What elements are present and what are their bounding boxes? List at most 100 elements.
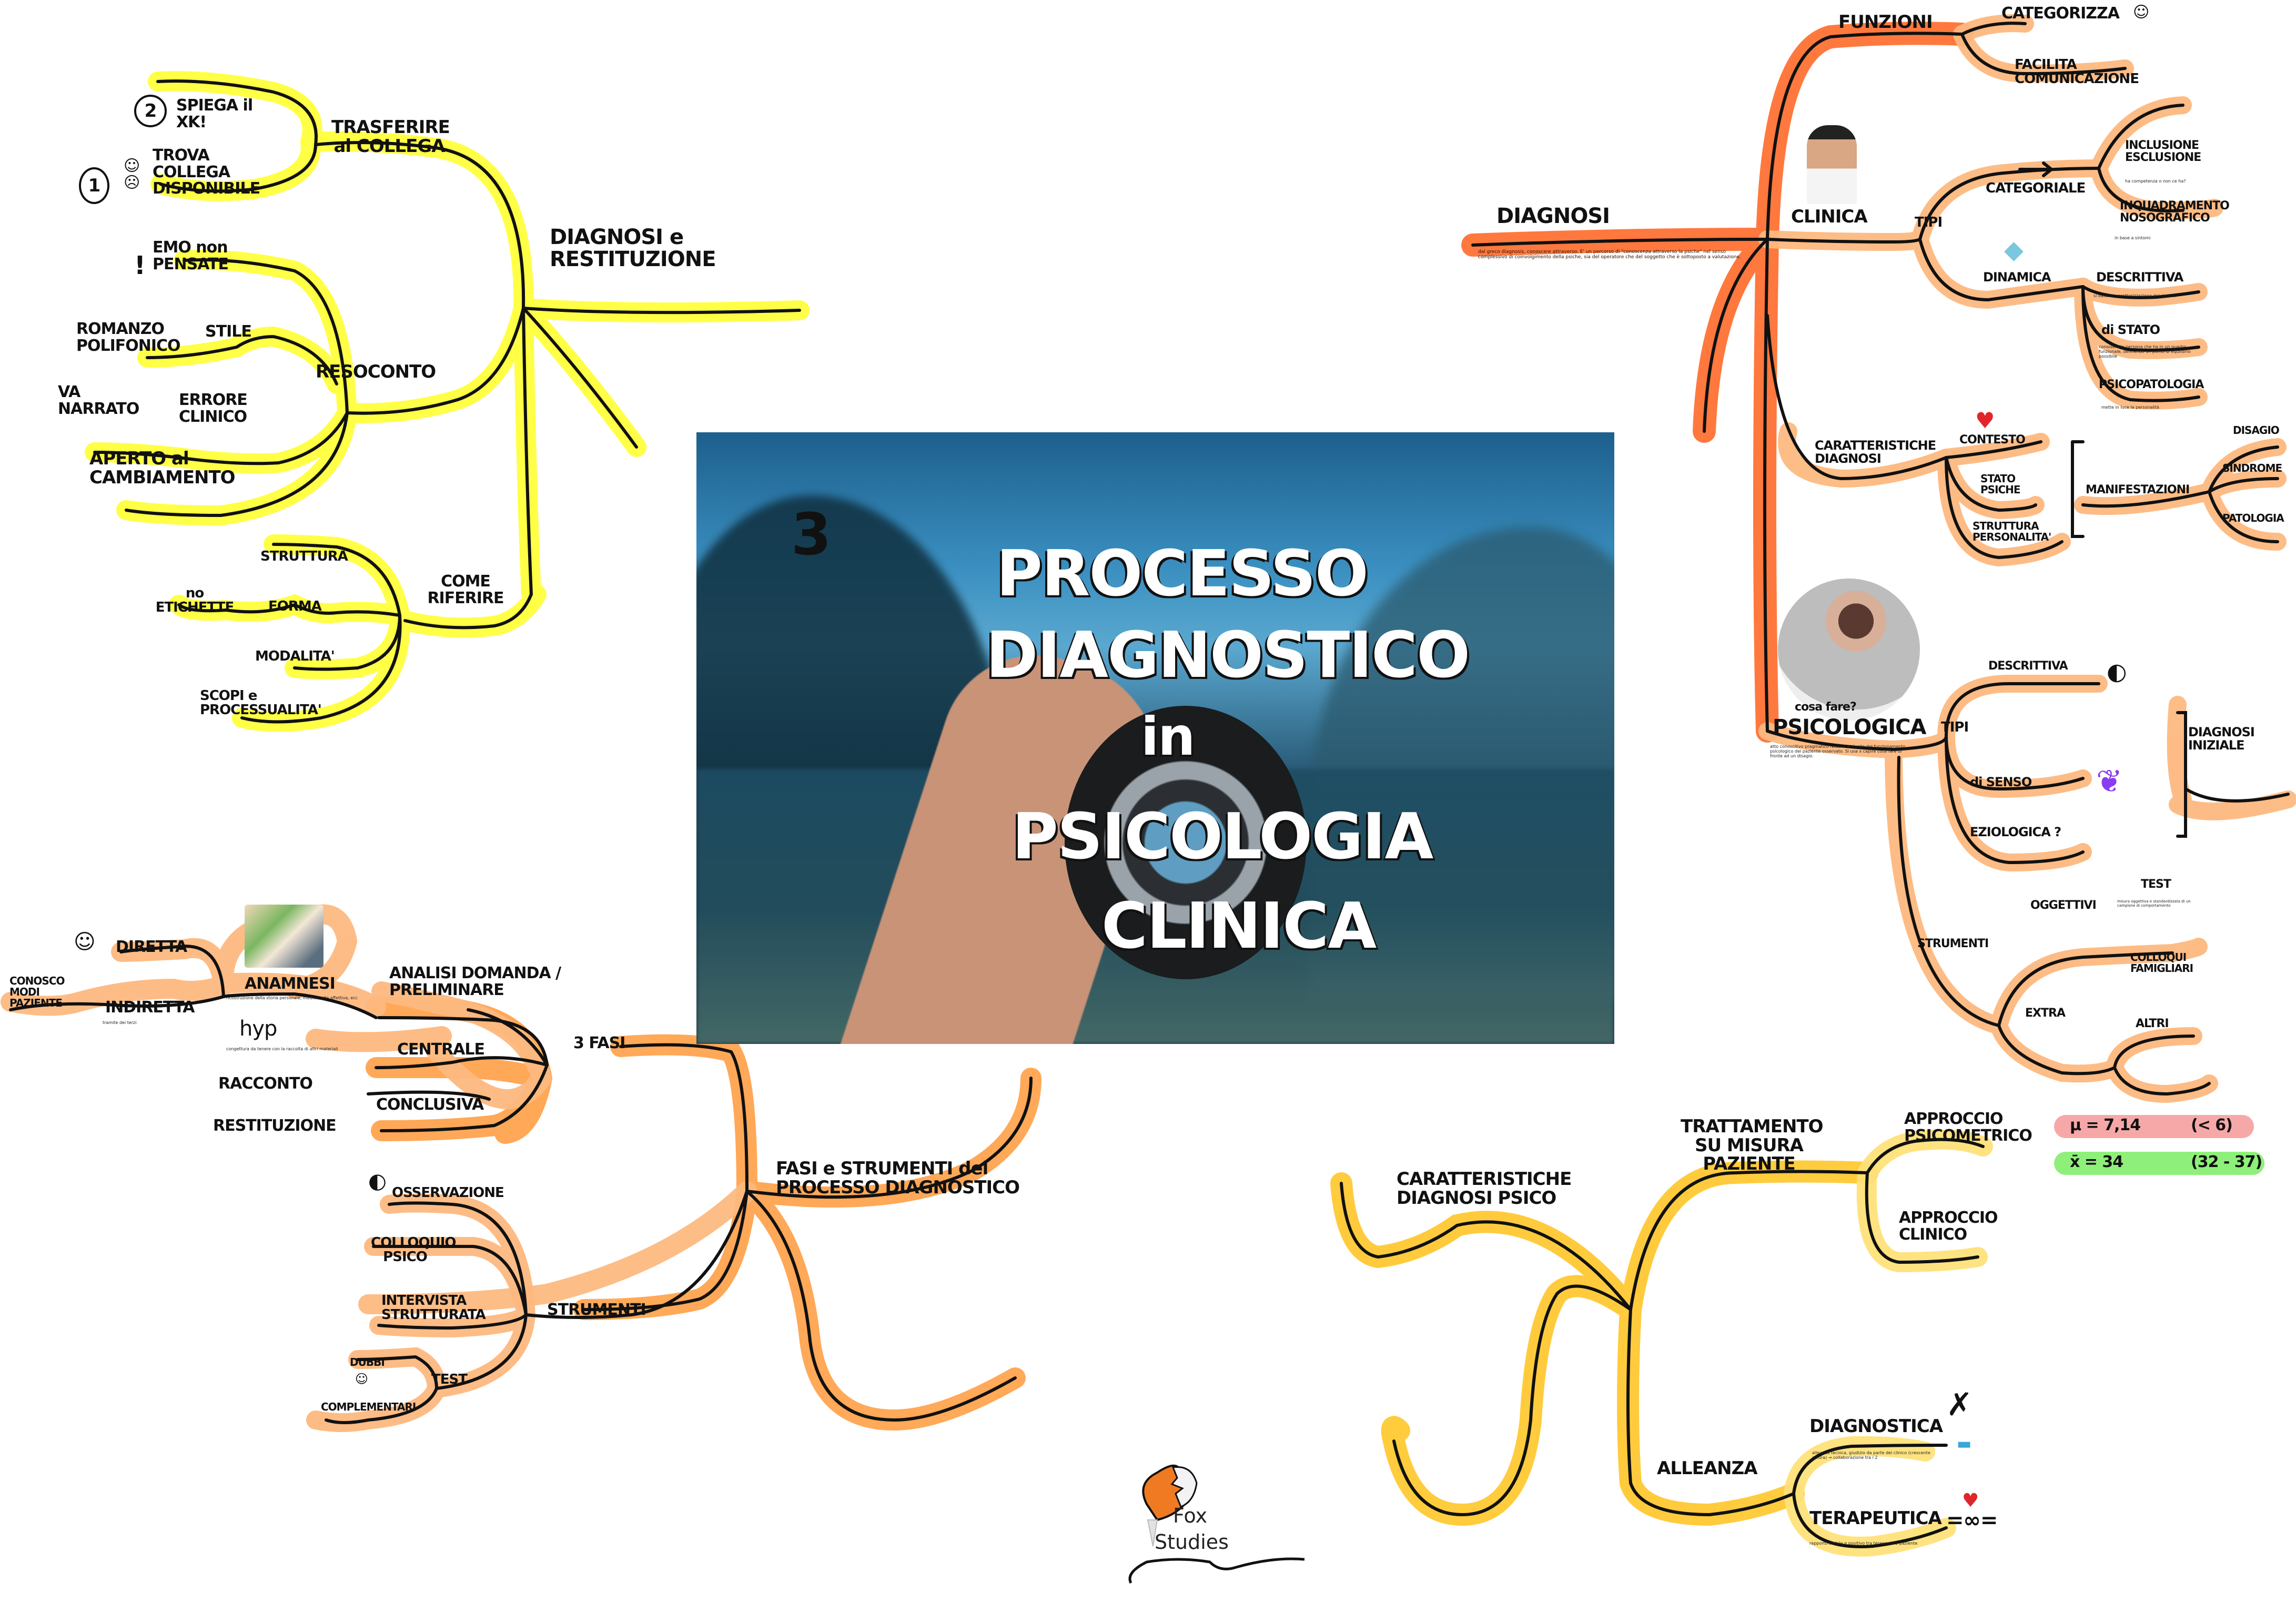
diagnostica-note: alleanza tecnica, giudizio da parte del … xyxy=(1812,1450,1930,1460)
psychologist-photo xyxy=(1778,579,1920,721)
anamnesi-note: ricostruzione della storia personale, me… xyxy=(226,996,358,1000)
node-colloquio-psico: COLLOQUIO PSICO xyxy=(371,1235,457,1265)
hyp-note: congettura da tenere con la raccolta di … xyxy=(226,1047,338,1051)
psicopatologia-note: mette in luce la personalità xyxy=(2101,405,2159,410)
node-trasferire: TRASFERIRE al COLLEGA xyxy=(331,117,450,157)
step-number-1: 1 xyxy=(79,167,109,204)
node-restituzione: RESTITUZIONE xyxy=(213,1117,337,1135)
title-line-psicologia: PSICOLOGIA xyxy=(1012,800,1433,874)
logo-fox-text: Fox xyxy=(1173,1504,1208,1527)
xbar-range: (32 - 37) xyxy=(2191,1153,2262,1171)
node-categorizza: CATEGORIZZA xyxy=(2001,4,2120,23)
node-resoconto: RESOCONTO xyxy=(316,361,436,382)
patient-bed-icon: ▬ xyxy=(1957,1435,1971,1453)
node-funzioni: FUNZIONI xyxy=(1838,12,1933,33)
node-di-senso: di SENSO xyxy=(1970,775,2032,789)
mean-value: μ = 7,14 xyxy=(2070,1116,2141,1134)
xbar-value: x̄ = 34 xyxy=(2070,1153,2123,1171)
node-indiretta: INDIRETTA xyxy=(105,998,195,1017)
diagnosi-note: dal greco diagnosis, conoscere attravers… xyxy=(1478,249,1741,260)
step-number-2: 2 xyxy=(134,95,167,127)
node-approccio-clinico: APPROCCIO CLINICO xyxy=(1899,1209,1998,1244)
node-terapeutica: TERAPEUTICA xyxy=(1809,1508,1942,1529)
eye-icon: ◐ xyxy=(2107,658,2127,685)
node-anamnesi: ANAMNESI xyxy=(245,975,336,993)
node-no-etichette: no ETICHETTE xyxy=(155,585,235,616)
orange-branch-group xyxy=(1461,14,2296,1103)
node-cosa-fare: cosa fare? xyxy=(1795,701,1857,714)
terapeutica-note: rapporto stabile e positivo tra terapeut… xyxy=(1809,1541,1918,1546)
node-stile: STILE xyxy=(205,322,252,341)
node-intervista-strutturata: INTERVISTA STRUTTURATA xyxy=(381,1293,486,1323)
di-stato-note: considera la persona che ha in un quadro… xyxy=(2099,344,2191,359)
chapter-number: 3 xyxy=(791,501,832,568)
node-conosco-modi-paziente: CONOSCO MODI PAZIENTE xyxy=(9,975,65,1009)
node-scopi-processualita: SCOPI e PROCESSUALITA' xyxy=(200,688,322,718)
node-alleanza: ALLEANZA xyxy=(1657,1458,1758,1479)
node-errore-clinico: ERRORE CLINICO xyxy=(179,391,248,426)
title-line-in: in xyxy=(1141,706,1195,767)
test-note: misura oggettiva e standardizzata di un … xyxy=(2117,899,2191,908)
node-complementari: COMPLEMENTARI xyxy=(321,1401,416,1413)
node-caratteristiche-diagnosi: CARATTERISTICHE DIAGNOSI xyxy=(1815,438,1936,466)
title-line-processo: PROCESSO xyxy=(996,537,1369,611)
node-diretta: DIRETTA xyxy=(116,938,187,956)
title-line-clinica: CLINICA xyxy=(1101,890,1377,963)
smiley-icon: ☺ xyxy=(355,1372,368,1386)
node-test: TEST xyxy=(431,1372,468,1387)
node-spiega: SPIEGA il XK! xyxy=(176,96,253,131)
descrittiva-note: si basa su caratterizzazione dei sintomi xyxy=(2093,293,2177,298)
node-eziologica: EZIOLOGICA ? xyxy=(1970,825,2061,839)
median-highlight-pill xyxy=(2054,1152,2264,1175)
node-analisi-domanda: ANALISI DOMANDA / PRELIMINARE xyxy=(389,964,561,999)
node-psicologica: PSICOLOGICA xyxy=(1773,715,1926,739)
diamond-icon: ◆ xyxy=(2004,235,2024,265)
node-extra: EXTRA xyxy=(2025,1007,2066,1020)
node-3-fasi: 3 FASI xyxy=(573,1034,625,1052)
node-tipi-psicologica: TIPI xyxy=(1941,719,1969,735)
node-altri: ALTRI xyxy=(2136,1017,2169,1030)
smiley-icon: ☺ xyxy=(74,930,96,954)
node-contesto: CONTESTO xyxy=(1959,433,2026,447)
node-categoriale: CATEGORIALE xyxy=(1986,180,2086,196)
node-come-riferire: COME RIFERIRE xyxy=(427,572,504,607)
node-struttura-personalita: STRUTTURA PERSONALITA' xyxy=(1973,520,2051,543)
smiley-icon: ☺☹ xyxy=(124,157,140,192)
title-line-diagnostico: DIAGNOSTICO xyxy=(986,619,1470,692)
mean-highlight-pill xyxy=(2054,1115,2254,1138)
node-test-psicologica: TEST xyxy=(2141,878,2171,891)
node-romanzo-polifonico: ROMANZO POLIFONICO xyxy=(76,320,181,355)
exclamation-icon: ! xyxy=(134,251,146,280)
strumenti-branch-group xyxy=(306,1190,749,1432)
node-descrittiva-psicologica: DESCRITTIVA xyxy=(1988,660,2068,673)
eye-icon: ◐ xyxy=(368,1169,387,1193)
node-facilita-comunicazione: FACILITA COMUNICAZIONE xyxy=(2015,57,2139,87)
mean-range: (< 6) xyxy=(2191,1116,2233,1134)
node-psicopatologia: PSICOPATOLOGIA xyxy=(2099,378,2204,391)
gold-branch-group xyxy=(1330,1129,1993,1557)
node-modalita: MODALITA' xyxy=(255,648,335,664)
node-emo-non-pensate: EMO non PENSATE xyxy=(153,238,229,273)
node-aperto-cambiamento: APERTO al CAMBIAMENTO xyxy=(89,448,236,488)
node-diagnosi-restituzione: DIAGNOSI e RESTITUZIONE xyxy=(550,225,716,271)
family-photo xyxy=(245,905,323,968)
yellow-branch-group xyxy=(85,71,810,732)
node-patologia: PATOLOGIA xyxy=(2222,512,2284,524)
node-forma: FORMA xyxy=(268,599,322,614)
bottom-left-branch-group xyxy=(1,904,1041,1431)
inquadramento-note: in base a sintomi xyxy=(2115,236,2151,240)
node-osservazione: OSSERVAZIONE xyxy=(392,1185,504,1201)
node-diagnosi: DIAGNOSI xyxy=(1496,204,1610,228)
node-caratteristiche-diagnosi-psico: CARATTERISTICHE DIAGNOSI PSICO xyxy=(1397,1169,1572,1209)
node-diagnostica: DIAGNOSTICA xyxy=(1809,1416,1943,1437)
node-racconto: RACCONTO xyxy=(218,1074,313,1093)
doctor-photo xyxy=(1807,125,1857,204)
camera-lens-icon xyxy=(1065,706,1307,979)
crossed-doctor-icon: ✗ xyxy=(1946,1386,1973,1423)
title-photo-tile: 3 PROCESSO DIAGNOSTICO in PSICOLOGIA CLI… xyxy=(696,432,1614,1044)
inclusione-note: ha competenza o non ce ha? xyxy=(2125,179,2186,184)
node-strumenti: STRUMENTI xyxy=(547,1301,646,1319)
node-stato-psiche: STATO PSICHE xyxy=(1980,472,2021,496)
node-clinica: CLINICA xyxy=(1791,206,1868,227)
